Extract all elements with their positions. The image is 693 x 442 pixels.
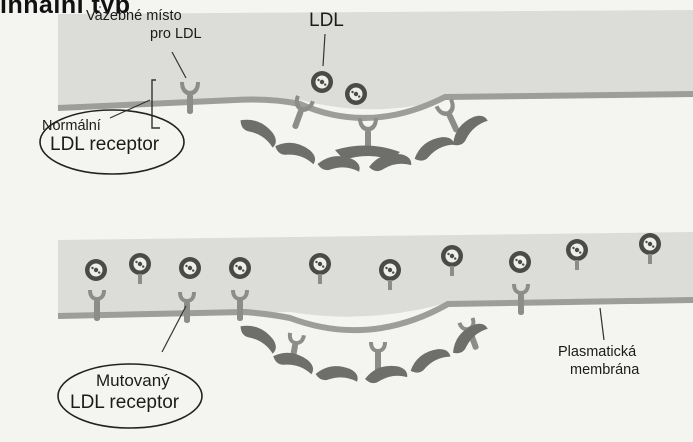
ldl-label: LDL [309,10,344,31]
membrane-label-line2: membrána [570,362,639,378]
normal-receptor-label-line2: LDL receptor [50,134,159,155]
membrane-label-line1: Plasmatická [558,344,636,360]
top-ldl-1 [311,71,333,93]
mutant-receptor-label-line2: LDL receptor [70,392,179,413]
binding-site-label-line2: pro LDL [150,26,202,42]
top-pit-receptor-2 [358,118,378,150]
mutant-receptor-label-line1: Mutovaný [96,371,170,390]
membrane-pointer [600,308,604,340]
binding-site-label-line1: Vazebné místo [86,8,182,24]
normal-receptor-label-line1: Normální [42,118,101,134]
top-ldl-2 [345,83,367,105]
